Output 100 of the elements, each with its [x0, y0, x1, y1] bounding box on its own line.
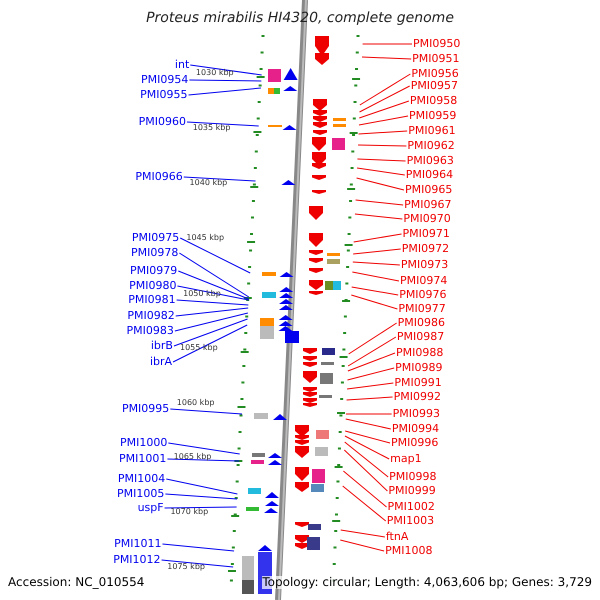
gene-label: PMI0957	[410, 79, 458, 92]
leader-line	[340, 530, 386, 538]
gene-label: PMI0980	[129, 279, 176, 292]
gene-label: PMI0998	[389, 470, 437, 483]
footer-text: Accession: NC_010554	[8, 576, 144, 589]
leader-line	[358, 116, 409, 126]
gene-label: map1	[390, 452, 422, 465]
leader-line	[356, 158, 406, 162]
leader-line	[359, 74, 411, 106]
leader-line	[358, 144, 407, 146]
position-label: 1065 kbp	[174, 452, 212, 461]
gene-label: PMI0982	[127, 309, 175, 322]
leader-line	[190, 64, 262, 76]
position-label: 1035 kbp	[192, 123, 230, 132]
leader-line	[350, 294, 398, 310]
gene-label: PMI0954	[141, 73, 188, 86]
leader-line	[355, 200, 404, 206]
leader-line	[358, 100, 410, 118]
leader-line	[166, 458, 240, 462]
leader-line	[346, 396, 394, 400]
gene-label: PMI0956	[411, 67, 459, 80]
leader-line	[180, 238, 251, 274]
leader-line	[176, 300, 249, 306]
position-label: 1040 kbp	[190, 178, 228, 187]
gene-label: PMI0971	[402, 227, 450, 240]
leader-line	[351, 286, 399, 296]
leader-line	[183, 176, 256, 182]
leader-line	[173, 318, 248, 346]
leader-line	[358, 130, 408, 134]
gene-label: PMI0996	[391, 436, 438, 449]
gene-label: PMI0965	[404, 183, 452, 196]
position-label: 1075 kbp	[167, 562, 205, 571]
gene-label: PMI1011	[114, 537, 162, 550]
gene-label: PMI0986	[398, 316, 446, 329]
leader-line	[344, 436, 390, 460]
position-label: 1070 kbp	[170, 507, 208, 516]
leader-line	[188, 80, 262, 82]
gene-label: PMI1001	[119, 452, 166, 465]
leader-line	[164, 506, 238, 508]
leader-line	[348, 336, 396, 366]
gene-label: PMI1003	[386, 514, 434, 527]
leader-line	[356, 168, 406, 176]
gene-label: PMI0972	[402, 242, 450, 255]
gene-label: PMI0961	[408, 124, 456, 137]
gene-label: PMI0951	[412, 52, 460, 65]
gene-label: PMI0950	[413, 37, 460, 50]
gene-label: PMI0994	[392, 422, 440, 435]
leader-line	[162, 544, 235, 552]
gene-label: PMI0991	[394, 376, 442, 389]
gene-label: PMI0976	[399, 288, 447, 301]
gene-label: PMI0975	[132, 231, 180, 244]
leader-line	[347, 352, 396, 372]
gene-label: ibrA	[150, 355, 172, 368]
gene-label: PMI1012	[113, 553, 161, 566]
gene-label: PMI0960	[138, 115, 186, 128]
leader-line	[170, 408, 243, 414]
leader-line	[161, 560, 234, 568]
gene-label: PMI0967	[404, 198, 452, 211]
leader-line	[362, 56, 412, 60]
leader-line	[352, 262, 400, 266]
leader-line	[188, 88, 262, 96]
gene-label: PMI0988	[396, 346, 444, 359]
leader-line	[340, 540, 385, 552]
gene-label: PMI0978	[130, 246, 178, 259]
leader-line	[345, 418, 392, 430]
gene-label: PMI0964	[406, 168, 454, 181]
gene-label: PMI0995	[122, 402, 170, 415]
gene-label: PMI1000	[120, 436, 168, 449]
gene-label: PMI1004	[118, 472, 166, 485]
leader-line	[175, 308, 249, 316]
gene-label: PMI0974	[400, 274, 448, 287]
leader-line	[164, 494, 238, 500]
leader-line	[352, 248, 402, 254]
gene-label: PMI0962	[407, 139, 455, 152]
leader-line	[168, 442, 240, 454]
leader-line	[352, 272, 400, 282]
gene-label: ibrB	[150, 339, 173, 352]
leader-line	[356, 178, 404, 190]
leader-line	[178, 270, 250, 300]
leader-line	[348, 322, 398, 354]
gene-label: PMI1008	[385, 544, 432, 557]
gene-label: int	[174, 58, 190, 71]
leader-line	[344, 450, 388, 492]
gene-label: PMI0958	[410, 94, 458, 107]
gene-label: PMI0999	[388, 484, 436, 497]
gene-label: PMI0977	[398, 302, 446, 315]
position-label: 1030 kbp	[196, 68, 234, 77]
leader-line	[166, 478, 238, 494]
leader-line	[346, 382, 394, 390]
gene-label: PMI0973	[400, 258, 448, 271]
footer-text: Topology: circular; Length: 4,063,606 bp; Genes: 3,729	[262, 576, 592, 589]
leader-line	[359, 86, 410, 112]
gene-label: PMI0970	[403, 212, 451, 225]
gene-label: PMI0966	[135, 170, 183, 183]
leader-line	[344, 430, 391, 444]
leader-line	[186, 122, 260, 126]
gene-label: ftnA	[386, 530, 408, 543]
leader-line	[178, 252, 250, 298]
gene-label: uspF	[138, 501, 164, 514]
gene-label: PMI0992	[394, 390, 441, 403]
